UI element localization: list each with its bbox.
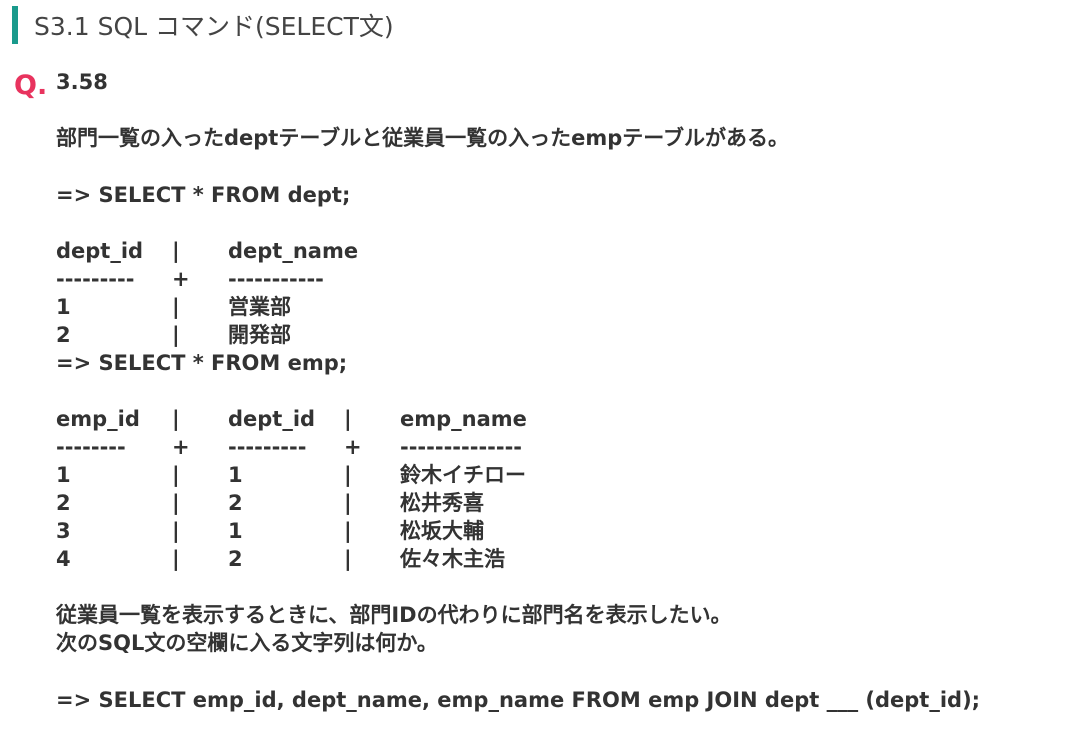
question-number: 3.58 (56, 70, 108, 94)
table-row-cell: 松井秀喜 (400, 491, 484, 515)
instruction-line-2: 次のSQL文の空欄に入る文字列は何か。 (56, 631, 438, 655)
table-row-cell: 鈴木イチロー (400, 463, 526, 487)
table-row-cell: 開発部 (228, 323, 291, 347)
table-separator-row-cell: -------------- (400, 435, 523, 459)
table-row-cell: 4 (56, 547, 71, 571)
table-header-row-cell: dept_name (228, 239, 359, 263)
table-row-cell: | (172, 491, 180, 515)
table-row-cell: 1 (228, 463, 243, 487)
table-header-row-cell: dept_id (56, 239, 144, 263)
query-select-dept: => SELECT * FROM dept; (56, 183, 351, 207)
table-separator-row-cell: -------- (56, 435, 126, 459)
instruction-line-1: 従業員一覧を表示するときに、部門IDの代わりに部門名を表示したい。 (56, 603, 732, 627)
table-row-cell: | (172, 463, 180, 487)
table-row-cell: | (344, 463, 352, 487)
question-mark: Q. (14, 70, 48, 101)
table-header-row-cell: | (344, 407, 352, 431)
table-separator-row-cell: ----------- (228, 267, 324, 291)
table-row-cell: | (344, 519, 352, 543)
table-row-cell: 3 (56, 519, 71, 543)
table-separator-row-cell: --------- (56, 267, 135, 291)
table-row-cell: | (172, 295, 180, 319)
table-separator-row-cell: + (344, 435, 362, 459)
table-row-cell: 佐々木主浩 (400, 547, 505, 571)
table-row-cell: | (172, 547, 180, 571)
intro-text: 部門一覧の入ったdeptテーブルと従業員一覧の入ったempテーブルがある。 (56, 126, 789, 150)
section-header: S3.1 SQL コマンド(SELECT文) (12, 6, 394, 44)
table-separator-row-cell: + (172, 435, 190, 459)
table-row-cell: | (172, 519, 180, 543)
table-header-row-cell: emp_name (400, 407, 527, 431)
table-row-cell: | (344, 547, 352, 571)
table-row-cell: 2 (56, 491, 71, 515)
table-header-row-cell: emp_id (56, 407, 140, 431)
header-accent-bar (12, 6, 18, 44)
table-row-cell: | (172, 323, 180, 347)
table-row-cell: 営業部 (228, 295, 291, 319)
table-row-cell: 2 (228, 547, 243, 571)
table-header-row-cell: | (172, 239, 180, 263)
table-row-cell: 1 (56, 463, 71, 487)
table-separator-row-cell: + (172, 267, 190, 291)
query-join-blank: => SELECT emp_id, dept_name, emp_name FR… (56, 688, 981, 712)
table-row-cell: 松坂大輔 (400, 519, 484, 543)
table-row-cell: 1 (228, 519, 243, 543)
section-title: S3.1 SQL コマンド(SELECT文) (34, 12, 394, 41)
table-row-cell: 1 (56, 295, 71, 319)
table-header-row-cell: dept_id (228, 407, 316, 431)
query-select-emp: => SELECT * FROM emp; (56, 351, 348, 375)
table-row-cell: | (344, 491, 352, 515)
table-separator-row-cell: --------- (228, 435, 307, 459)
table-row-cell: 2 (56, 323, 71, 347)
table-header-row-cell: | (172, 407, 180, 431)
table-row-cell: 2 (228, 491, 243, 515)
